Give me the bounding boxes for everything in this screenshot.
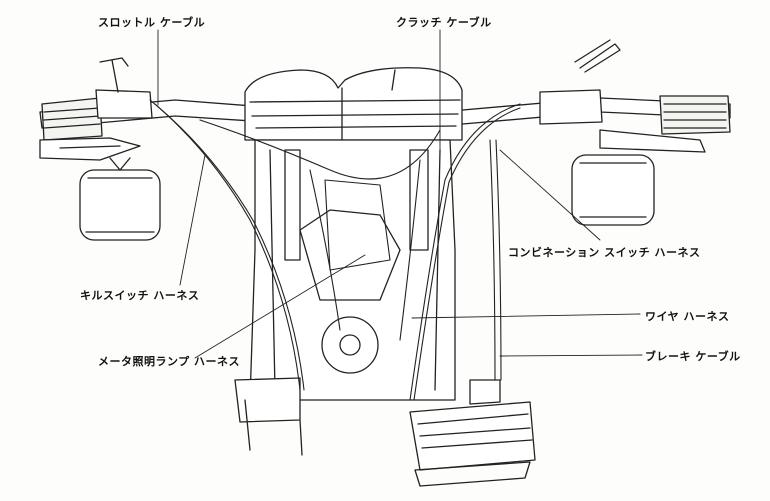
label-combination-switch-harness: コンビネーション スイッチ ハーネス <box>508 246 701 259</box>
steering-body <box>234 139 456 456</box>
label-clutch-cable: クラッチ ケーブル <box>396 16 492 29</box>
label-wire-harness: ワイヤ ハーネス <box>645 310 730 323</box>
label-meter-light-harness: メータ照明ランプ ハーネス <box>98 355 240 368</box>
instrument-cluster <box>244 67 463 141</box>
brake-reservoir <box>409 379 536 487</box>
label-kill-switch-harness: キルスイッチ ハーネス <box>80 289 200 302</box>
label-throttle-cable: スロットル ケーブル <box>98 16 206 29</box>
label-brake-cable: ブレーキ ケーブル <box>645 350 741 363</box>
right-handlebar <box>439 39 731 153</box>
right-turn-signal <box>571 154 655 226</box>
left-turn-signal <box>79 157 161 241</box>
leader-lines <box>157 29 643 359</box>
cables <box>149 99 521 401</box>
